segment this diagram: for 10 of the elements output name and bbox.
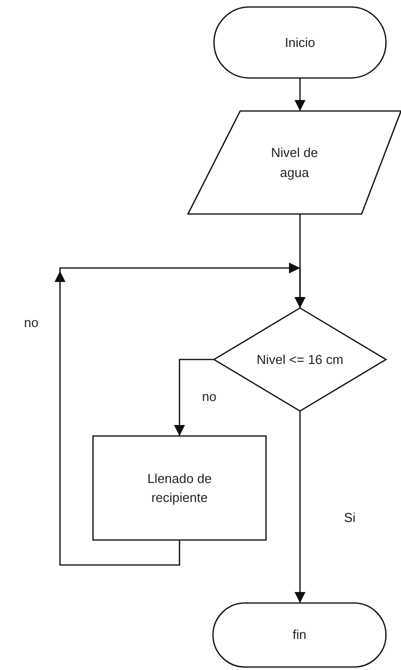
node-label: fin [292,626,306,644]
node-label: Nivel <= 16 cm [256,350,344,369]
decision-diamond [214,308,386,411]
terminal-shape [214,7,386,78]
process-box [93,436,266,540]
node-label: Llenado de recipiente [146,470,213,507]
node-label: Inicio [284,34,316,52]
node-label: Nivel de agua [270,144,319,182]
input-parallelogram [188,111,401,214]
terminal-shape [213,603,386,667]
